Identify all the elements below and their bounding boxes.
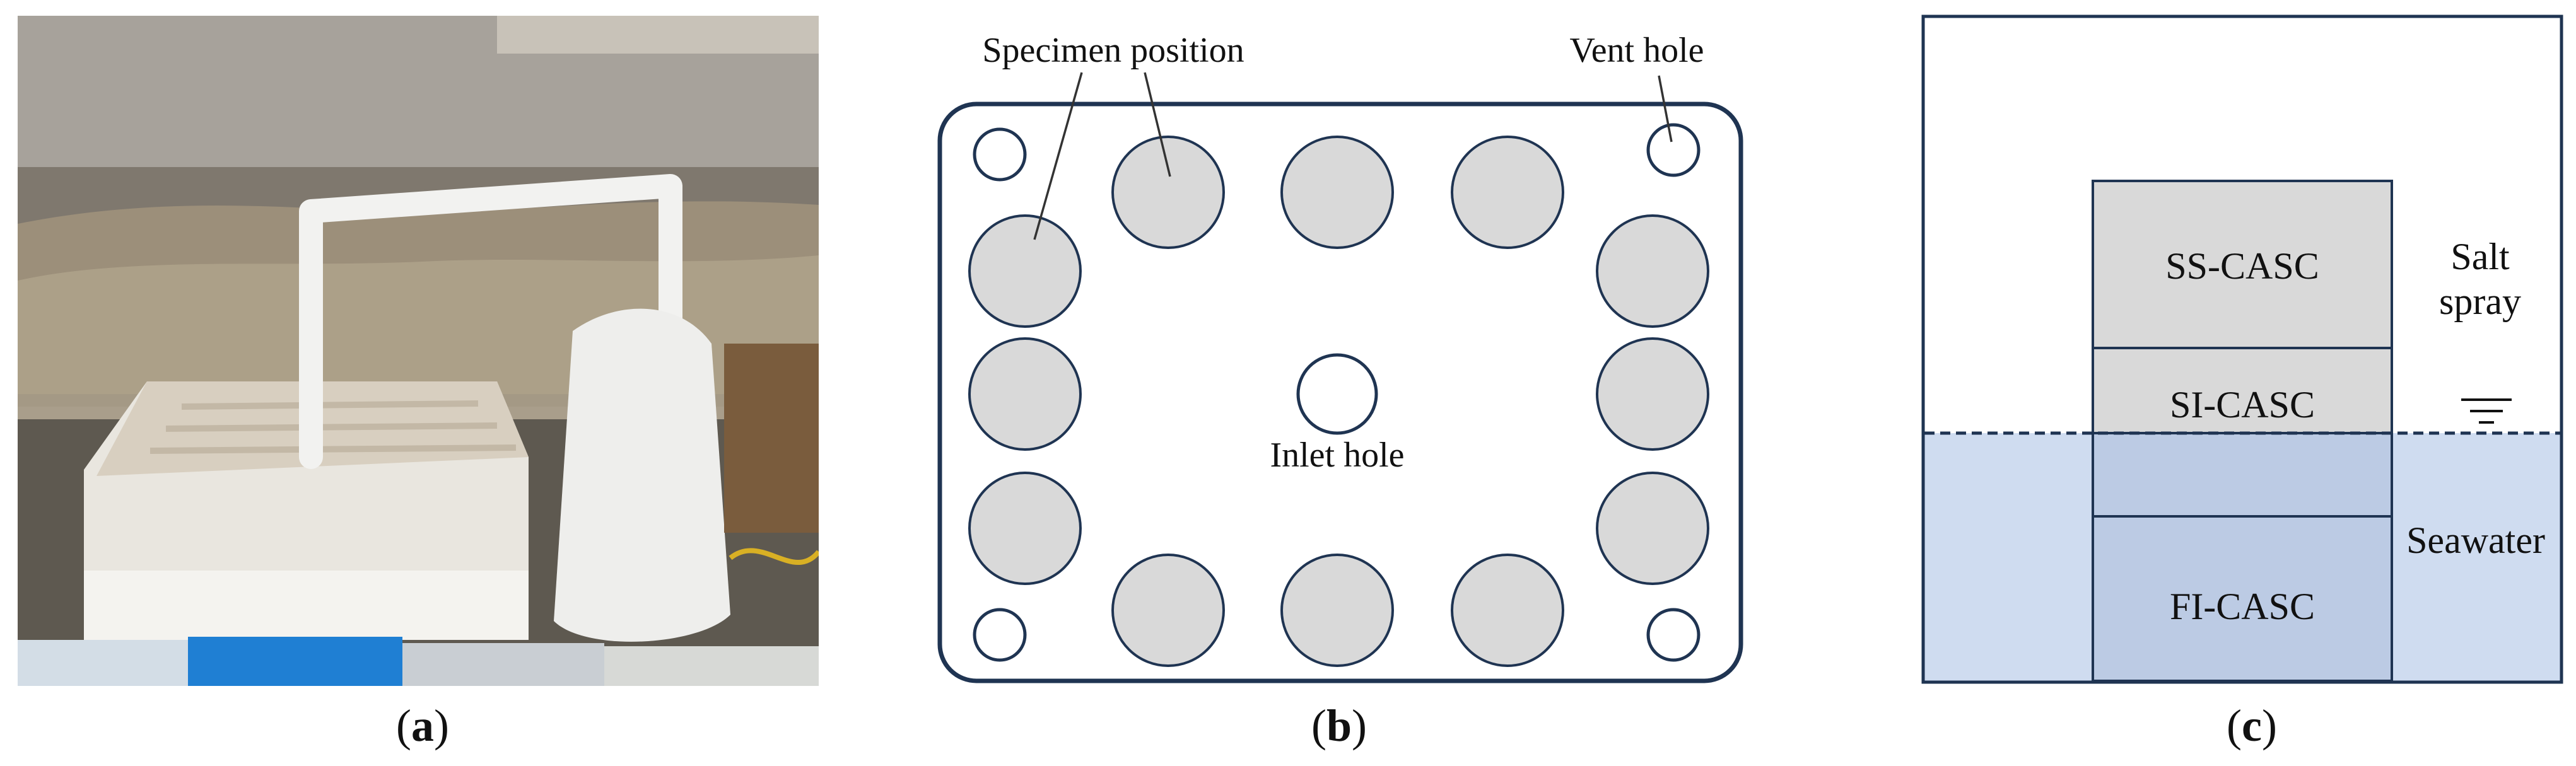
label-specimen-position: Specimen position — [982, 31, 1244, 70]
label-spray: spray — [2439, 281, 2521, 322]
specimen-si-casc-dry — [2092, 347, 2393, 434]
leader-vent — [1658, 75, 1673, 142]
specimen-top-2 — [1280, 136, 1394, 249]
leader-specimen-left — [1033, 72, 1083, 240]
photo-brown-box — [724, 344, 819, 533]
photo-white-sack — [554, 308, 730, 642]
caption-b: (b) — [1311, 700, 1367, 751]
inlet-hole — [1296, 353, 1378, 435]
label-salt: Salt — [2450, 236, 2510, 277]
photo-container-right — [402, 643, 604, 686]
photo-box-front — [84, 571, 529, 640]
specimen-right-1 — [1596, 214, 1709, 328]
specimen-top-3 — [1451, 136, 1564, 249]
label-seawater: Seawater — [2406, 519, 2545, 561]
specimen-positions — [968, 136, 1709, 667]
zones-svg: SS-CASC SI-CASC FI-CASC Salt spray Seawa… — [1921, 15, 2563, 684]
specimen-bottom-3 — [1451, 554, 1564, 667]
photo-lid-ribs — [149, 400, 517, 454]
layout-svg: Specimen position Vent hole Inlet hole — [937, 31, 1743, 683]
water-level-icon — [2461, 398, 2512, 424]
specimen-top-1 — [1111, 136, 1225, 249]
photo-container-left — [18, 640, 188, 686]
specimen-right-2 — [1596, 337, 1709, 451]
panel-c-diagram: SS-CASC SI-CASC FI-CASC Salt spray Seawa… — [1917, 14, 2567, 695]
specimen-bottom-2 — [1280, 554, 1394, 667]
vent-hole-bottom-right — [1646, 608, 1701, 662]
vent-hole-bottom-left — [973, 608, 1027, 662]
photo-pvc-pipe — [299, 174, 682, 469]
caption-a: (a) — [396, 700, 449, 751]
leader-specimen-top — [1144, 72, 1171, 177]
specimen-ss-casc — [2092, 180, 2393, 349]
photo-container-far-right — [604, 646, 819, 686]
specimen-si-casc-wet — [2092, 432, 2393, 518]
photo-shelf-items — [497, 16, 819, 54]
vent-hole-top-right — [1646, 123, 1701, 177]
photo-yellow-cable — [729, 548, 821, 565]
photo-blue-bag — [188, 637, 402, 686]
vent-hole-top-left — [973, 127, 1027, 182]
specimen-left-1 — [968, 214, 1082, 328]
label-si-casc: SI-CASC — [2170, 384, 2315, 426]
specimen-bottom-1 — [1111, 554, 1225, 667]
panel-b-diagram: Specimen position Vent hole Inlet hole — [921, 19, 1760, 693]
specimen-right-3 — [1596, 472, 1709, 585]
photo-svg — [18, 16, 821, 686]
specimen-left-3 — [968, 472, 1082, 585]
label-ss-casc: SS-CASC — [2165, 245, 2319, 287]
label-vent-hole: Vent hole — [1569, 31, 1704, 70]
specimen-fi-casc — [2092, 515, 2393, 682]
label-fi-casc: FI-CASC — [2170, 586, 2315, 627]
caption-c: (c) — [2227, 700, 2277, 751]
label-inlet-hole: Inlet hole — [1270, 436, 1404, 475]
specimen-left-2 — [968, 337, 1082, 451]
panel-a-photo — [18, 16, 821, 686]
